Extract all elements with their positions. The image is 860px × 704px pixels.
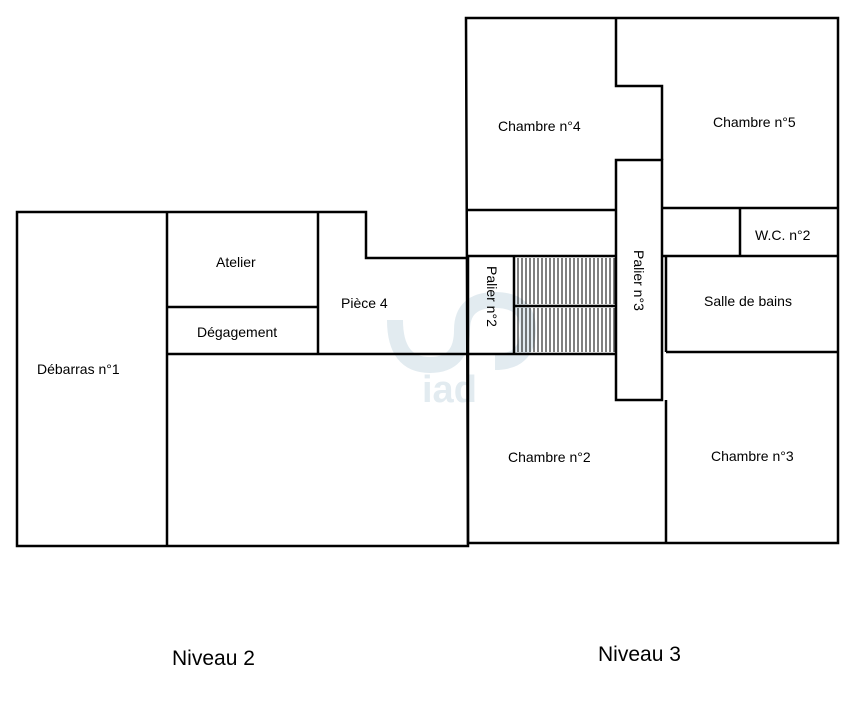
room-label-debarras-1: Débarras n°1 (37, 361, 120, 377)
niveau-3-outline (464, 16, 840, 545)
staircase (517, 258, 615, 352)
level-caption-niveau-3: Niveau 3 (598, 643, 681, 666)
room-label-degagement: Dégagement (197, 324, 277, 340)
room-label-chambre-3: Chambre n°3 (711, 448, 794, 464)
room-label-chambre-4: Chambre n°4 (498, 118, 581, 134)
room-label-chambre-5: Chambre n°5 (713, 114, 796, 130)
room-label-palier-2: Palier n°2 (484, 266, 500, 327)
iad-watermark: iad (387, 291, 537, 411)
room-label-palier-3: Palier n°3 (631, 250, 647, 311)
room-label-piece-4: Pièce 4 (341, 295, 388, 311)
room-label-atelier: Atelier (216, 254, 256, 270)
wall-chambre-4-5 (614, 18, 664, 160)
wall-palier-3 (614, 158, 664, 402)
room-label-chambre-2: Chambre n°2 (508, 449, 591, 465)
level-caption-niveau-2: Niveau 2 (172, 647, 255, 670)
room-label-salle-de-bains: Salle de bains (704, 293, 792, 309)
room-label-wc-2: W.C. n°2 (755, 227, 811, 243)
